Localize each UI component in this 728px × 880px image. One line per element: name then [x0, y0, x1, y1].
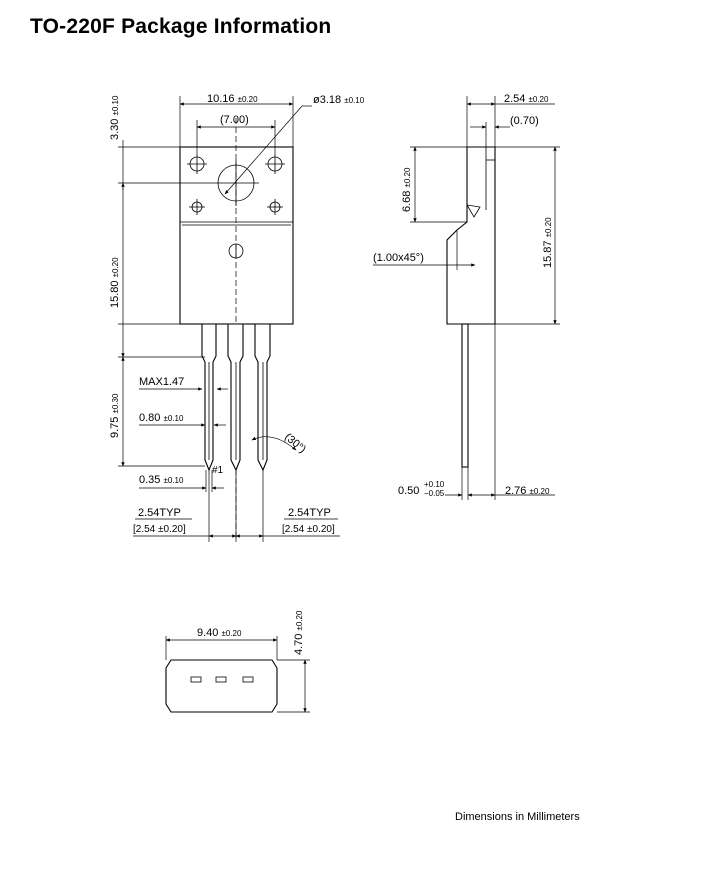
mounting-holes	[187, 154, 285, 215]
svg-text:+0.10: +0.10	[424, 480, 445, 489]
svg-text:9.75 ±0.30: 9.75 ±0.30	[109, 393, 121, 438]
svg-text:(30°): (30°)	[282, 431, 308, 456]
units-note: Dimensions in Millimeters	[455, 811, 580, 823]
side-lead	[461, 323, 469, 468]
svg-text:4.70 ±0.20: 4.70 ±0.20	[293, 610, 305, 655]
svg-text:(7.00): (7.00)	[220, 114, 249, 126]
page-title: TO-220F Package Information	[30, 15, 332, 38]
side-body	[446, 146, 496, 325]
svg-text:15.87 ±0.20: 15.87 ±0.20	[542, 217, 554, 268]
svg-text:2.76 ±0.20: 2.76 ±0.20	[505, 485, 550, 497]
pin1-label: #1	[212, 465, 224, 476]
svg-text:10.16 ±0.20: 10.16 ±0.20	[207, 93, 258, 105]
svg-text:3.30 ±0.10: 3.30 ±0.10	[109, 95, 121, 140]
svg-text:0.50: 0.50	[398, 485, 419, 497]
svg-text:15.80 ±0.20: 15.80 ±0.20	[109, 257, 121, 308]
svg-text:2.54TYP: 2.54TYP	[138, 507, 181, 519]
svg-text:ø3.18 ±0.10: ø3.18 ±0.10	[313, 94, 365, 106]
svg-text:9.40 ±0.20: 9.40 ±0.20	[197, 627, 242, 639]
leads	[201, 323, 271, 472]
svg-text:0.35 ±0.10: 0.35 ±0.10	[139, 474, 184, 486]
svg-text:6.68 ±0.20: 6.68 ±0.20	[401, 167, 413, 212]
svg-text:(0.70): (0.70)	[510, 115, 539, 127]
bottom-view: 9.40 ±0.20 4.70 ±0.20	[165, 610, 310, 713]
svg-text:MAX1.47: MAX1.47	[139, 376, 184, 388]
svg-text:−0.05: −0.05	[424, 489, 445, 498]
svg-text:0.80 ±0.10: 0.80 ±0.10	[139, 412, 184, 424]
svg-text:2.54 ±0.20: 2.54 ±0.20	[504, 93, 549, 105]
svg-text:2.54TYP: 2.54TYP	[288, 507, 331, 519]
bottom-body	[165, 659, 278, 713]
svg-text:[2.54 ±0.20]: [2.54 ±0.20]	[282, 524, 335, 535]
side-view: 2.54 ±0.20 (0.70) 6.68 ±0.20 (1.00x45°) …	[373, 93, 560, 500]
svg-text:[2.54 ±0.20]: [2.54 ±0.20]	[133, 524, 186, 535]
svg-text:(1.00x45°): (1.00x45°)	[373, 252, 424, 264]
package-body	[179, 146, 294, 325]
front-view: 10.16 ±0.20 (7.00) ø3.18 ±0.10 3.30 ±0.1…	[109, 93, 365, 542]
